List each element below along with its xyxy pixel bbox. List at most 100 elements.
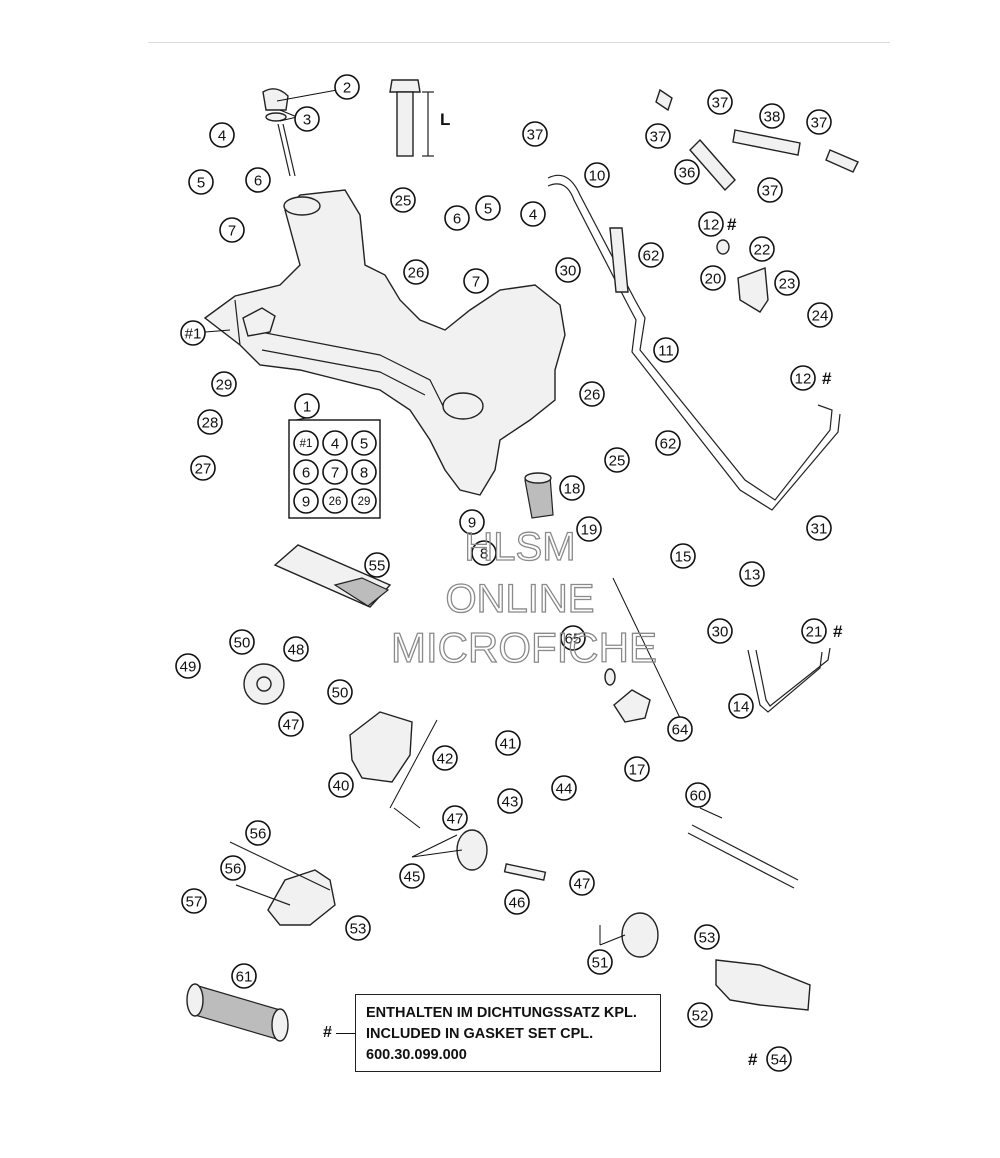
callout-circle: [687, 1002, 713, 1028]
callout-37: 37: [757, 177, 783, 203]
callout-55: 55: [364, 552, 390, 578]
callout-label: #1: [185, 326, 202, 343]
kit-item-circle: [322, 430, 348, 456]
callout-label: 52: [692, 1008, 709, 1025]
callout-circle: [757, 177, 783, 203]
callout-circle: [334, 74, 360, 100]
callout-46: 46: [504, 889, 530, 915]
callout-circle: [390, 187, 416, 213]
watermark-line: ONLINE: [446, 577, 595, 621]
callout-label: 7: [228, 223, 236, 240]
callout-circle: [180, 320, 206, 346]
watermark-line: HLSM: [464, 525, 575, 569]
callout-21: 21: [801, 618, 827, 644]
callout-circle: [739, 561, 765, 587]
callout-label: 28: [202, 415, 219, 432]
callout-label: 62: [643, 248, 660, 265]
callout-label: 26: [408, 265, 425, 282]
callout-label: 12: [795, 371, 812, 388]
callout-62: 62: [638, 242, 664, 268]
gasket-marker: #: [822, 369, 832, 388]
callout-label: 36: [679, 165, 696, 182]
callout-label: 50: [234, 635, 251, 652]
watermark-line: MICROFICHE: [391, 624, 657, 671]
callout-circle: [624, 756, 650, 782]
callout-30: 30: [707, 618, 733, 644]
callout-label: 27: [195, 461, 212, 478]
callout-label: 46: [509, 895, 526, 912]
callout-circle: [504, 889, 530, 915]
callout-label: 5: [484, 201, 492, 218]
callout-label: 4: [529, 207, 537, 224]
callout-circle: [211, 371, 237, 397]
legend-leader-line: [336, 1033, 355, 1034]
kit-item-label: 4: [331, 436, 339, 453]
dipstick-measure: [389, 79, 434, 157]
callout-circle: [188, 169, 214, 195]
callout-label: 9: [468, 515, 476, 532]
callout-label: 51: [592, 955, 609, 972]
callout-circle: [638, 242, 664, 268]
callout-circle: [522, 121, 548, 147]
callout-label: 18: [564, 481, 581, 498]
callout-4: 4: [209, 122, 235, 148]
callout-circle: [707, 618, 733, 644]
callout-label: 11: [658, 343, 674, 360]
callout-circle: [294, 106, 320, 132]
callout-circle: [645, 123, 671, 149]
callout-13: 13: [739, 561, 765, 587]
callout-label: 56: [250, 826, 267, 843]
kit-item-label: 29: [358, 496, 371, 508]
callout-circle: [278, 711, 304, 737]
callout-53: 53: [345, 915, 371, 941]
callout-circle: [364, 552, 390, 578]
dimension-label: L: [440, 110, 450, 129]
gasket-marker: #: [727, 215, 737, 234]
callout-47: 47: [569, 870, 595, 896]
callout-label: 4: [218, 128, 226, 145]
callout-circle: [497, 788, 523, 814]
callout-54: 54: [766, 1046, 792, 1072]
kit-item-circle: [293, 488, 319, 514]
callout-56: 56: [220, 855, 246, 881]
callout-label: 19: [581, 522, 598, 539]
callout-label: 29: [216, 377, 233, 394]
callout-circle: [175, 653, 201, 679]
kit-item-circle: [322, 488, 348, 514]
callout-50: 50: [229, 629, 255, 655]
callout-38: 38: [759, 103, 785, 129]
callout-label: 25: [609, 453, 626, 470]
gasket-marker: #: [833, 622, 843, 641]
legend-part-number: 600.30.099.000: [366, 1047, 467, 1063]
callout-circle: [707, 89, 733, 115]
callout-label: 42: [437, 751, 454, 768]
callout-53: 53: [694, 924, 720, 950]
callout-circle: [685, 782, 711, 808]
callout-circle: [229, 629, 255, 655]
callout-label: 48: [288, 642, 305, 659]
callout-label: 55: [369, 558, 386, 575]
hose-14: [747, 647, 831, 713]
callout-label: 31: [811, 521, 828, 538]
filler-cap-dipstick: [262, 88, 296, 177]
callout-label: 49: [180, 659, 197, 676]
callout-circle: [190, 455, 216, 481]
callout-circle: [653, 337, 679, 363]
callout-circle: [667, 716, 693, 742]
callout-12: 12: [790, 365, 816, 391]
callout-17: 17: [624, 756, 650, 782]
callout-circle: [294, 393, 320, 419]
callout-circle: [801, 618, 827, 644]
kit-item-label: 8: [360, 465, 368, 482]
callout-circle: [576, 516, 602, 542]
pump-cover-53: [229, 841, 336, 926]
callout-circle: [181, 888, 207, 914]
leader-lines: [192, 89, 723, 946]
kit-item-label: 6: [302, 465, 310, 482]
callout-label: 56: [225, 861, 242, 878]
callout-circle: [209, 122, 235, 148]
callout-7: 7: [463, 268, 489, 294]
callout-47: 47: [442, 805, 468, 831]
